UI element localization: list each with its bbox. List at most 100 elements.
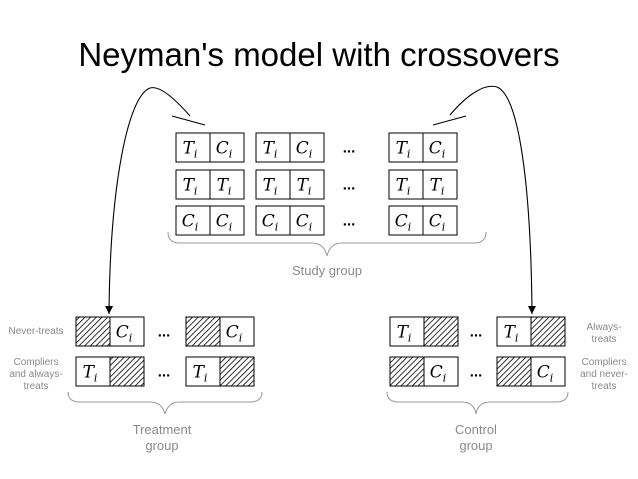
cell-box xyxy=(423,356,459,387)
treatment-group-label-line1: Treatment xyxy=(133,422,192,437)
cell-subscript: i xyxy=(204,372,208,385)
ellipsis: ... xyxy=(343,140,356,157)
cell-subscript: i xyxy=(443,372,447,385)
cell-symbol: Ti xyxy=(504,323,519,345)
cell-subscript: i xyxy=(441,185,445,198)
cell-symbol: Ci xyxy=(216,139,233,161)
cell-symbol: Ci xyxy=(262,212,279,234)
pair-left-cell: Ti xyxy=(175,169,211,200)
cell-subscript: i xyxy=(407,185,411,198)
arrow-to-control xyxy=(449,85,536,315)
pair-right-cell: Ci xyxy=(422,132,458,163)
pair-right-cell: Ci xyxy=(109,316,145,347)
pair-right-cell: Ti xyxy=(209,169,245,200)
pair-left-cell: Ti xyxy=(175,132,211,163)
pair-right-cell: Ci xyxy=(219,316,255,347)
hatched-cell xyxy=(496,356,532,387)
cell-symbol: Ci xyxy=(296,139,313,161)
cell-box xyxy=(289,169,325,200)
ellipsis: ... xyxy=(158,324,171,341)
study-pair: Ci Ci xyxy=(388,205,458,236)
pair-left-cell: Ti xyxy=(185,356,221,387)
arrow-to-treatment-tail xyxy=(171,115,206,126)
cell-box xyxy=(175,169,211,200)
pair-right-cell xyxy=(219,356,255,387)
cell-subscript: i xyxy=(309,221,313,234)
diagram-title: Neyman's model with crossovers xyxy=(78,36,560,73)
cell-subscript: i xyxy=(408,221,412,234)
cell-symbol: Ti xyxy=(83,363,98,385)
cell-symbol: Ci xyxy=(216,212,233,234)
cell-subscript: i xyxy=(408,332,412,345)
pair-left-cell: Ti xyxy=(255,169,291,200)
pair-left-cell: Ti xyxy=(388,169,424,200)
cell-box xyxy=(289,205,325,236)
cell-symbol: Ti xyxy=(263,176,278,198)
cell-subscript: i xyxy=(274,185,278,198)
cell-subscript: i xyxy=(308,185,312,198)
cell-symbol: Ci xyxy=(296,212,313,234)
cell-subscript: i xyxy=(515,332,519,345)
ellipsis: ... xyxy=(470,324,483,341)
pair-left-cell: Ti xyxy=(75,356,111,387)
hatched-cell xyxy=(185,316,221,347)
hatched-cell xyxy=(389,356,425,387)
ellipsis: ... xyxy=(470,364,483,381)
cell-box xyxy=(175,205,211,236)
compliers-never-label-line3: treats xyxy=(591,381,616,392)
cell-subscript: i xyxy=(195,221,199,234)
control-group-brace xyxy=(386,391,569,415)
pair-right-cell xyxy=(530,316,566,347)
cell-box xyxy=(530,356,566,387)
cell-box xyxy=(255,205,291,236)
cell-subscript: i xyxy=(129,332,133,345)
pair-right-cell: Ci xyxy=(423,356,459,387)
control-pair: Ti xyxy=(496,316,566,347)
treatment-pair: Ti xyxy=(185,356,255,387)
cell-subscript: i xyxy=(309,148,313,161)
cell-symbol: Ti xyxy=(263,139,278,161)
cell-box xyxy=(388,169,424,200)
cell-subscript: i xyxy=(228,185,232,198)
compliers-always-label-line3: treats xyxy=(23,381,48,392)
cell-box xyxy=(219,316,255,347)
cell-subscript: i xyxy=(407,148,411,161)
pair-left-cell: Ti xyxy=(496,316,532,347)
treatment-group: Ci Ci... Ti Ti... xyxy=(75,316,255,387)
compliers-always-label-line1: Compliers xyxy=(13,357,58,368)
pair-left-cell xyxy=(496,356,532,387)
cell-box xyxy=(209,205,245,236)
treatment-group-label-line2: group xyxy=(145,438,178,453)
treatment-pair: Ci xyxy=(75,316,145,347)
pair-right-cell: Ci xyxy=(209,205,245,236)
cell-subscript: i xyxy=(442,221,446,234)
pair-right-cell: Ti xyxy=(422,169,458,200)
pair-left-cell: Ti xyxy=(388,132,424,163)
cell-symbol: Ci xyxy=(116,323,133,345)
study-pair: Ti Ci xyxy=(255,132,325,163)
cell-box xyxy=(388,132,424,163)
cell-symbol: Ci xyxy=(182,212,199,234)
cell-box xyxy=(422,169,458,200)
ellipsis: ... xyxy=(158,364,171,381)
pair-right-cell xyxy=(109,356,145,387)
compliers-never-label-line1: Compliers xyxy=(581,357,626,368)
cell-subscript: i xyxy=(239,332,243,345)
cell-symbol: Ci xyxy=(226,323,243,345)
compliers-never-label-line2: and never- xyxy=(580,369,628,380)
cell-box xyxy=(388,205,424,236)
pair-left-cell: Ci xyxy=(175,205,211,236)
cell-symbol: Ci xyxy=(395,212,412,234)
cell-subscript: i xyxy=(94,372,98,385)
hatched-cell xyxy=(219,356,255,387)
always-treats-label-line2: treats xyxy=(591,334,616,345)
pair-right-cell: Ci xyxy=(422,205,458,236)
cell-symbol: Ci xyxy=(429,139,446,161)
